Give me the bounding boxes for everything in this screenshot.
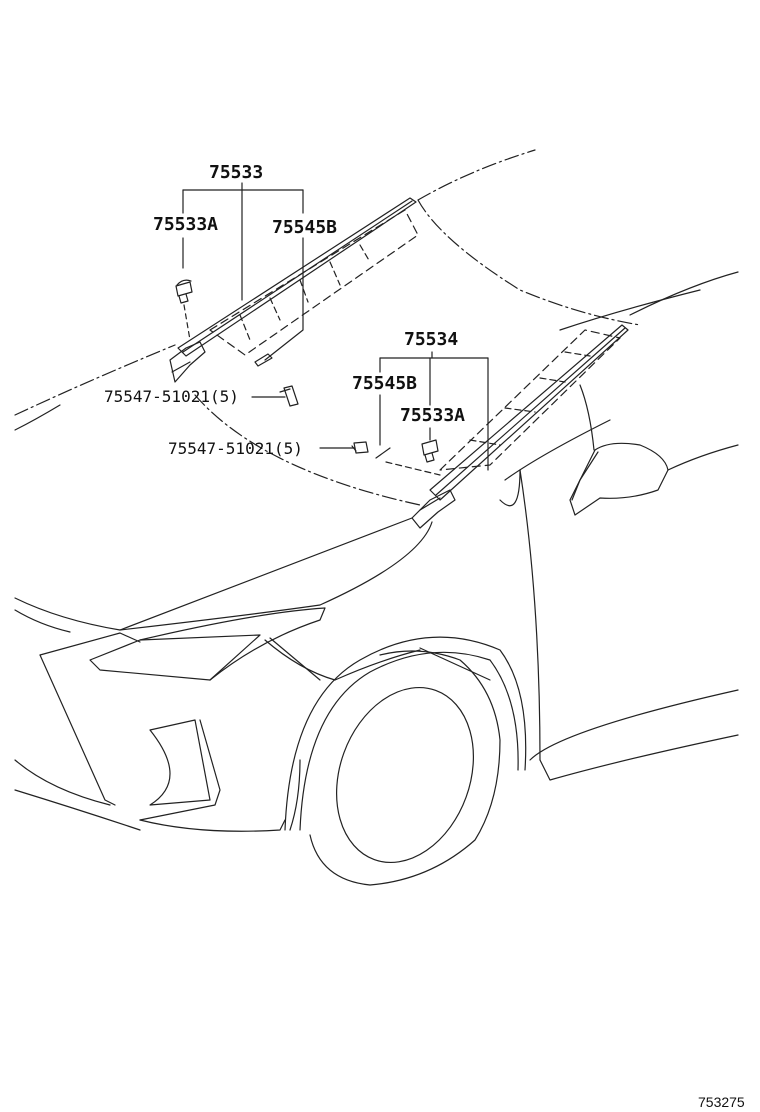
diagram-reference-number: 753275 [698, 1094, 745, 1110]
right-clip-icon [421, 439, 439, 463]
label-part-75533: 75533 [209, 162, 264, 183]
left-molding [169, 197, 417, 383]
right-molding [411, 324, 629, 529]
label-part-75533A-right: 75533A [400, 405, 466, 426]
label-part-75545B-left: 75545B [272, 217, 338, 238]
screw-upper-icon [251, 385, 299, 407]
left-clip-icon [175, 279, 193, 304]
label-part-75534: 75534 [404, 329, 459, 350]
label-screw-lower: 75547-51021(5) [168, 439, 303, 458]
label-part-75545B-right: 75545B [352, 373, 418, 394]
screw-lower-icon [319, 441, 369, 454]
label-screw-upper: 75547-51021(5) [104, 387, 239, 406]
label-part-75533A-left: 75533A [153, 214, 219, 235]
